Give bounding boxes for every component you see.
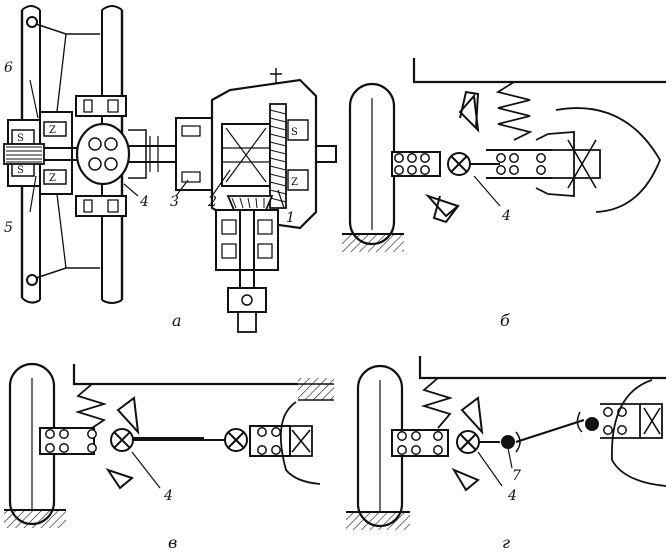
callout-g-4: 4	[507, 488, 517, 504]
panel-a-pinion-shaft	[215, 195, 279, 333]
callout-3: 3	[170, 194, 179, 210]
svg-text:S: S	[291, 127, 298, 138]
caption-b: б	[500, 311, 510, 330]
callout-b-4: 4	[501, 208, 511, 224]
caption-g: г	[502, 533, 510, 552]
panel-a-leaders	[29, 79, 285, 213]
svg-text:S: S	[17, 133, 24, 144]
svg-text:S: S	[17, 165, 24, 176]
panel-a-wheel	[20, 5, 124, 304]
callout-v-4: 4	[163, 488, 173, 504]
panel-v	[4, 362, 334, 528]
callout-6: 6	[4, 60, 13, 76]
caption-a: а	[172, 311, 182, 330]
callout-a-4: 4	[139, 194, 149, 210]
panel-a-hub: S S Z Z	[3, 111, 73, 195]
panel-captions: а б в г	[168, 311, 510, 552]
callout-2: 2	[207, 194, 217, 210]
panel-b	[342, 58, 666, 252]
caption-v: в	[168, 533, 177, 552]
callout-labels: 6 5 4 3 2 1 4 4 4 7	[4, 60, 521, 504]
svg-text:Z: Z	[49, 173, 56, 184]
panel-a-halfshaft	[44, 95, 176, 217]
panel-a-differential: S Z	[175, 68, 337, 230]
callout-1: 1	[286, 210, 295, 226]
svg-text:Z: Z	[291, 177, 298, 188]
callout-7: 7	[512, 468, 521, 484]
panel-g	[346, 356, 666, 530]
svg-text:Z: Z	[49, 125, 56, 136]
callout-5: 5	[4, 220, 13, 236]
panel-a: S S Z Z	[3, 5, 337, 333]
